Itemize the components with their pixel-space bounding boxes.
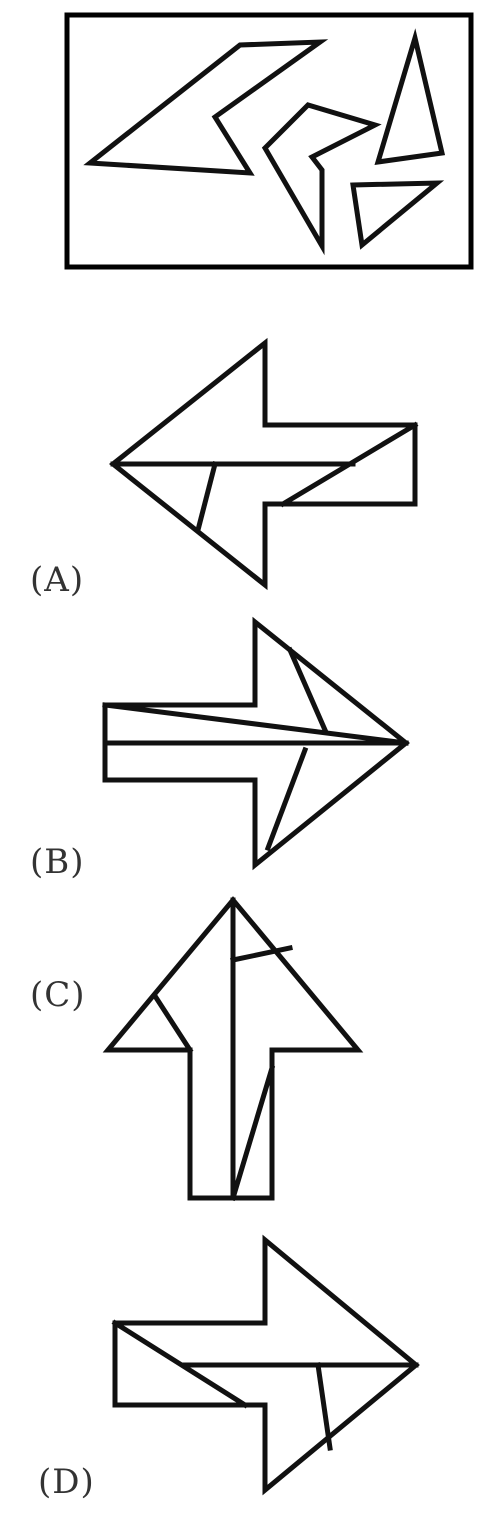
option-c-label: (C) [30,975,86,1015]
question-box [64,12,474,270]
option-b-label: (B) [30,842,85,882]
option-c-left-cut [151,992,194,1054]
option-c-lower-diagonal [229,1064,276,1202]
question-frame [64,12,474,270]
option-b-upper-diagonal [286,646,329,734]
option-c-outline [102,896,364,1201]
piece-long-chevron [83,39,329,176]
option-d-label: (D) [38,1462,95,1502]
piece-small-triangle [350,180,445,250]
option-d-diagonal [111,1319,249,1409]
option-c-arrow [102,896,364,1202]
option-b-long-diagonal [102,702,409,746]
option-c-right-cut [230,945,293,963]
option-a-diagonal [279,421,419,508]
option-a-outline [108,337,418,591]
option-b-lower-diagonal [264,746,309,852]
option-d-outline [112,1234,420,1496]
option-b-arrow [102,616,410,871]
option-a-label: (A) [30,560,85,600]
option-b-outline [102,616,410,871]
option-d-arrow [111,1234,420,1496]
piece-hook [261,102,382,256]
piece-tall-triangle [374,28,446,166]
option-a-arrow [108,337,419,591]
option-a-tick [194,460,219,534]
option-d-tick [315,1362,333,1451]
